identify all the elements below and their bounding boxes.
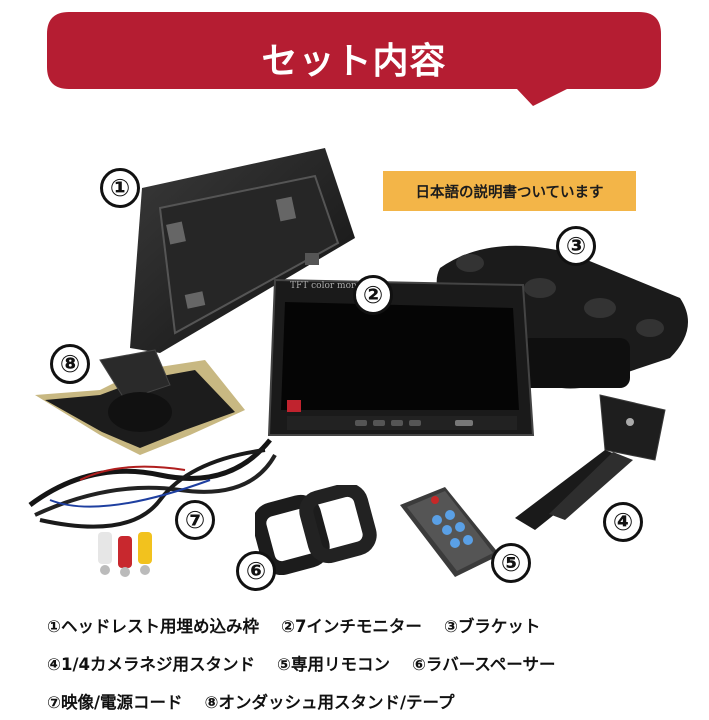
caption-item-6: ⑥ラバースペーサー	[411, 655, 556, 674]
item-captions: ①ヘッドレスト用埋め込み枠 ②7インチモニター ③ブラケット ④1/4カメラネジ…	[47, 606, 687, 720]
marker-4: ④	[603, 502, 643, 542]
caption-item-7: ⑦映像/電源コード	[47, 693, 183, 712]
caption-item-2: ②7インチモニター	[280, 617, 422, 636]
caption-item-4: ④1/4カメラネジ用スタンド	[47, 655, 255, 674]
caption-item-1: ①ヘッドレスト用埋め込み枠	[47, 617, 259, 636]
caption-item-5: ⑤専用リモコン	[276, 655, 390, 674]
camera-stand-image	[515, 394, 666, 530]
caption-row-3: ⑦映像/電源コード ⑧オンダッシュ用スタンド/テープ	[47, 682, 687, 720]
page-title: セット内容	[261, 41, 447, 82]
caption-item-8: ⑧オンダッシュ用スタンド/テープ	[204, 693, 455, 712]
marker-1: ①	[100, 168, 140, 208]
caption-row-1: ①ヘッドレスト用埋め込み枠 ②7インチモニター ③ブラケット	[47, 606, 687, 644]
marker-3: ③	[556, 226, 596, 266]
remote-control-image	[400, 487, 500, 577]
marker-2: ②	[353, 275, 393, 315]
marker-7: ⑦	[175, 500, 215, 540]
bracket-image	[436, 245, 688, 389]
rubber-spacer-image	[255, 485, 377, 575]
banner-shape	[47, 12, 661, 106]
manual-badge: 日本語の説明書ついています	[383, 171, 636, 211]
cable-image	[28, 438, 277, 577]
monitor-label: TFT color monitor	[290, 281, 373, 291]
marker-5: ⑤	[491, 543, 531, 583]
marker-6: ⑥	[236, 551, 276, 591]
dash-stand-image	[35, 349, 245, 455]
monitor-image	[267, 278, 535, 436]
marker-8: ⑧	[50, 344, 90, 384]
headrest-frame-image	[130, 148, 355, 353]
header-banner: セット内容	[47, 12, 661, 106]
caption-item-3: ③ブラケット	[443, 617, 541, 636]
caption-row-2: ④1/4カメラネジ用スタンド ⑤専用リモコン ⑥ラバースペーサー	[47, 644, 687, 682]
